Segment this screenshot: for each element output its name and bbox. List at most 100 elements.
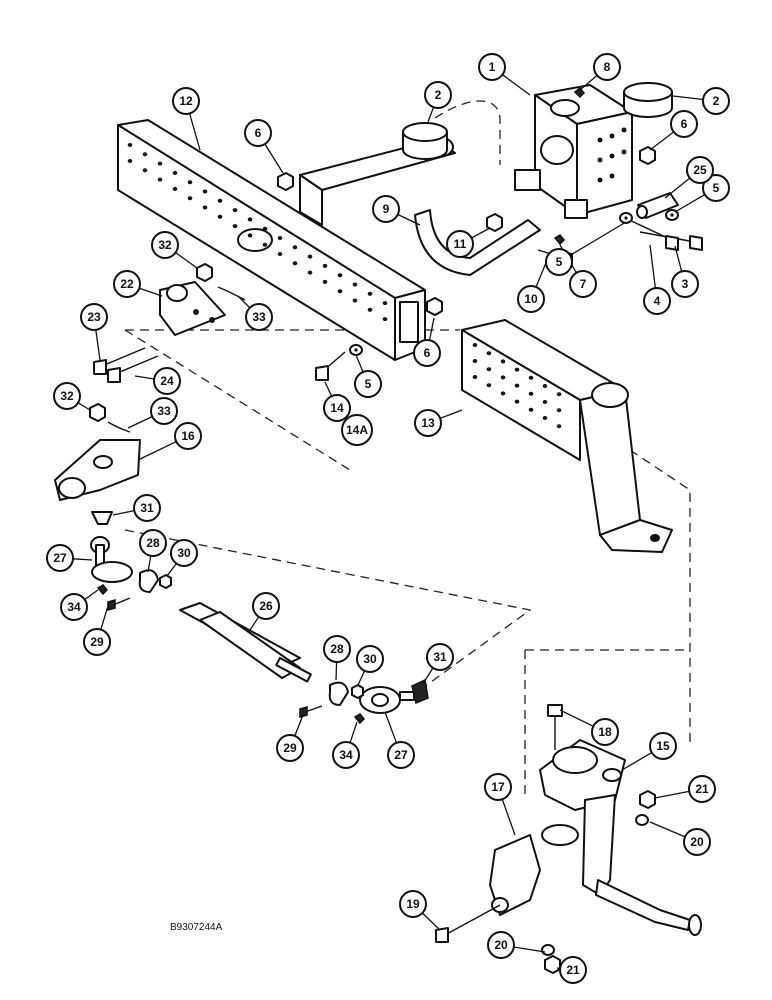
- steering-bracket-lower: [54, 439, 141, 501]
- bolt-24: [107, 355, 159, 383]
- callout-number: 29: [90, 635, 104, 649]
- beam-hole: [337, 289, 343, 294]
- callout-number: 14A: [346, 423, 368, 437]
- callout-31-43: 31: [426, 643, 454, 671]
- callout-19-24: 19: [399, 890, 427, 918]
- callout-7-11: 7: [569, 270, 597, 298]
- callout-circle: [80, 303, 108, 331]
- callout-circle: [170, 539, 198, 567]
- leader-line: [439, 409, 463, 420]
- assembly-guide-lines: [124, 100, 691, 800]
- drawing-reference-number: B9307244A: [170, 922, 223, 933]
- leader-line: [95, 329, 101, 361]
- beam-hole: [292, 245, 298, 250]
- callout-number: 6: [681, 117, 688, 131]
- extension-hole: [514, 383, 520, 388]
- bolt-19: [435, 904, 501, 943]
- beam-hole: [367, 307, 373, 312]
- callout-14-18: 14: [323, 394, 351, 422]
- callout-6-10: 6: [413, 339, 441, 367]
- steering-arm: [489, 824, 579, 916]
- callout-number: 13: [421, 416, 435, 430]
- leader-line: [127, 416, 153, 429]
- nut-6-top: [277, 172, 294, 191]
- callout-circle: [133, 494, 161, 522]
- extension-hole: [500, 375, 506, 380]
- callout-30-41: 30: [356, 645, 384, 673]
- leader-line: [349, 721, 358, 743]
- leader-line: [559, 709, 594, 727]
- extension-hole: [556, 408, 562, 413]
- extension-hole: [500, 391, 506, 396]
- callout-5-7: 5: [354, 370, 382, 398]
- bolt-29-right: [299, 705, 323, 718]
- callout-number: 30: [363, 652, 377, 666]
- callout-number: 2: [713, 94, 720, 108]
- callout-21-28: 21: [559, 956, 587, 984]
- callout-6-8: 6: [244, 119, 272, 147]
- callout-number: 22: [120, 277, 134, 291]
- callout-circle: [649, 732, 677, 760]
- steering-cylinder: [179, 602, 312, 683]
- callout-29-38: 29: [83, 628, 111, 656]
- callout-circle: [591, 718, 619, 746]
- beam-hole: [277, 236, 283, 240]
- beam-hole: [127, 143, 133, 147]
- callout-number: 19: [406, 897, 420, 911]
- leader-line: [621, 752, 653, 771]
- callout-circle: [354, 370, 382, 398]
- extension-hole: [542, 384, 548, 388]
- callout-circle: [517, 285, 545, 313]
- callout-20-26: 20: [487, 931, 515, 959]
- callout-number: 27: [394, 748, 408, 762]
- fitting-8: [573, 86, 586, 99]
- steering-knuckle: [539, 739, 702, 936]
- callout-number: 33: [157, 404, 171, 418]
- callout-number: 2: [435, 88, 442, 102]
- callout-2-2: 2: [702, 87, 730, 115]
- callout-31-42: 31: [133, 494, 161, 522]
- leader-line: [674, 245, 683, 272]
- callout-circle: [426, 643, 454, 671]
- callout-number: 7: [580, 277, 587, 291]
- callout-number: 23: [87, 310, 101, 324]
- leader-line: [674, 194, 706, 213]
- callout-circle: [487, 931, 515, 959]
- leader-line: [134, 375, 155, 380]
- leader-line: [112, 509, 135, 516]
- beam-hole: [127, 159, 133, 163]
- washer-20-lower: [541, 944, 555, 956]
- nut-30-right: [351, 684, 364, 699]
- callout-circle: [332, 741, 360, 769]
- fitting-34-right: [353, 713, 366, 725]
- beam-hole: [277, 252, 283, 256]
- callout-circle: [372, 195, 400, 223]
- callout-number: 28: [146, 536, 160, 550]
- callout-number: 11: [454, 237, 467, 251]
- pivot-bracket: [514, 84, 633, 219]
- beam-hole: [142, 168, 148, 173]
- callout-circle: [478, 53, 506, 81]
- leader-line: [649, 131, 675, 151]
- leader-line: [294, 714, 304, 737]
- extension-hole: [514, 399, 520, 404]
- leader-line: [264, 143, 284, 174]
- callout-number: 15: [656, 739, 670, 753]
- leader-line: [427, 106, 435, 123]
- leader-line: [100, 605, 109, 630]
- nut-21-lower: [544, 955, 561, 974]
- fitting-7: [553, 234, 566, 246]
- bolt-14: [315, 351, 346, 381]
- extension-hole: [472, 343, 478, 347]
- callout-circle: [399, 890, 427, 918]
- leader-line: [501, 799, 516, 836]
- callout-circle: [356, 645, 384, 673]
- leader-line: [139, 287, 163, 297]
- leader-line: [77, 402, 91, 411]
- tie-rod-end-left: [90, 536, 133, 583]
- leader-line: [237, 295, 251, 309]
- callout-number: 6: [424, 346, 431, 360]
- callout-circle: [252, 592, 280, 620]
